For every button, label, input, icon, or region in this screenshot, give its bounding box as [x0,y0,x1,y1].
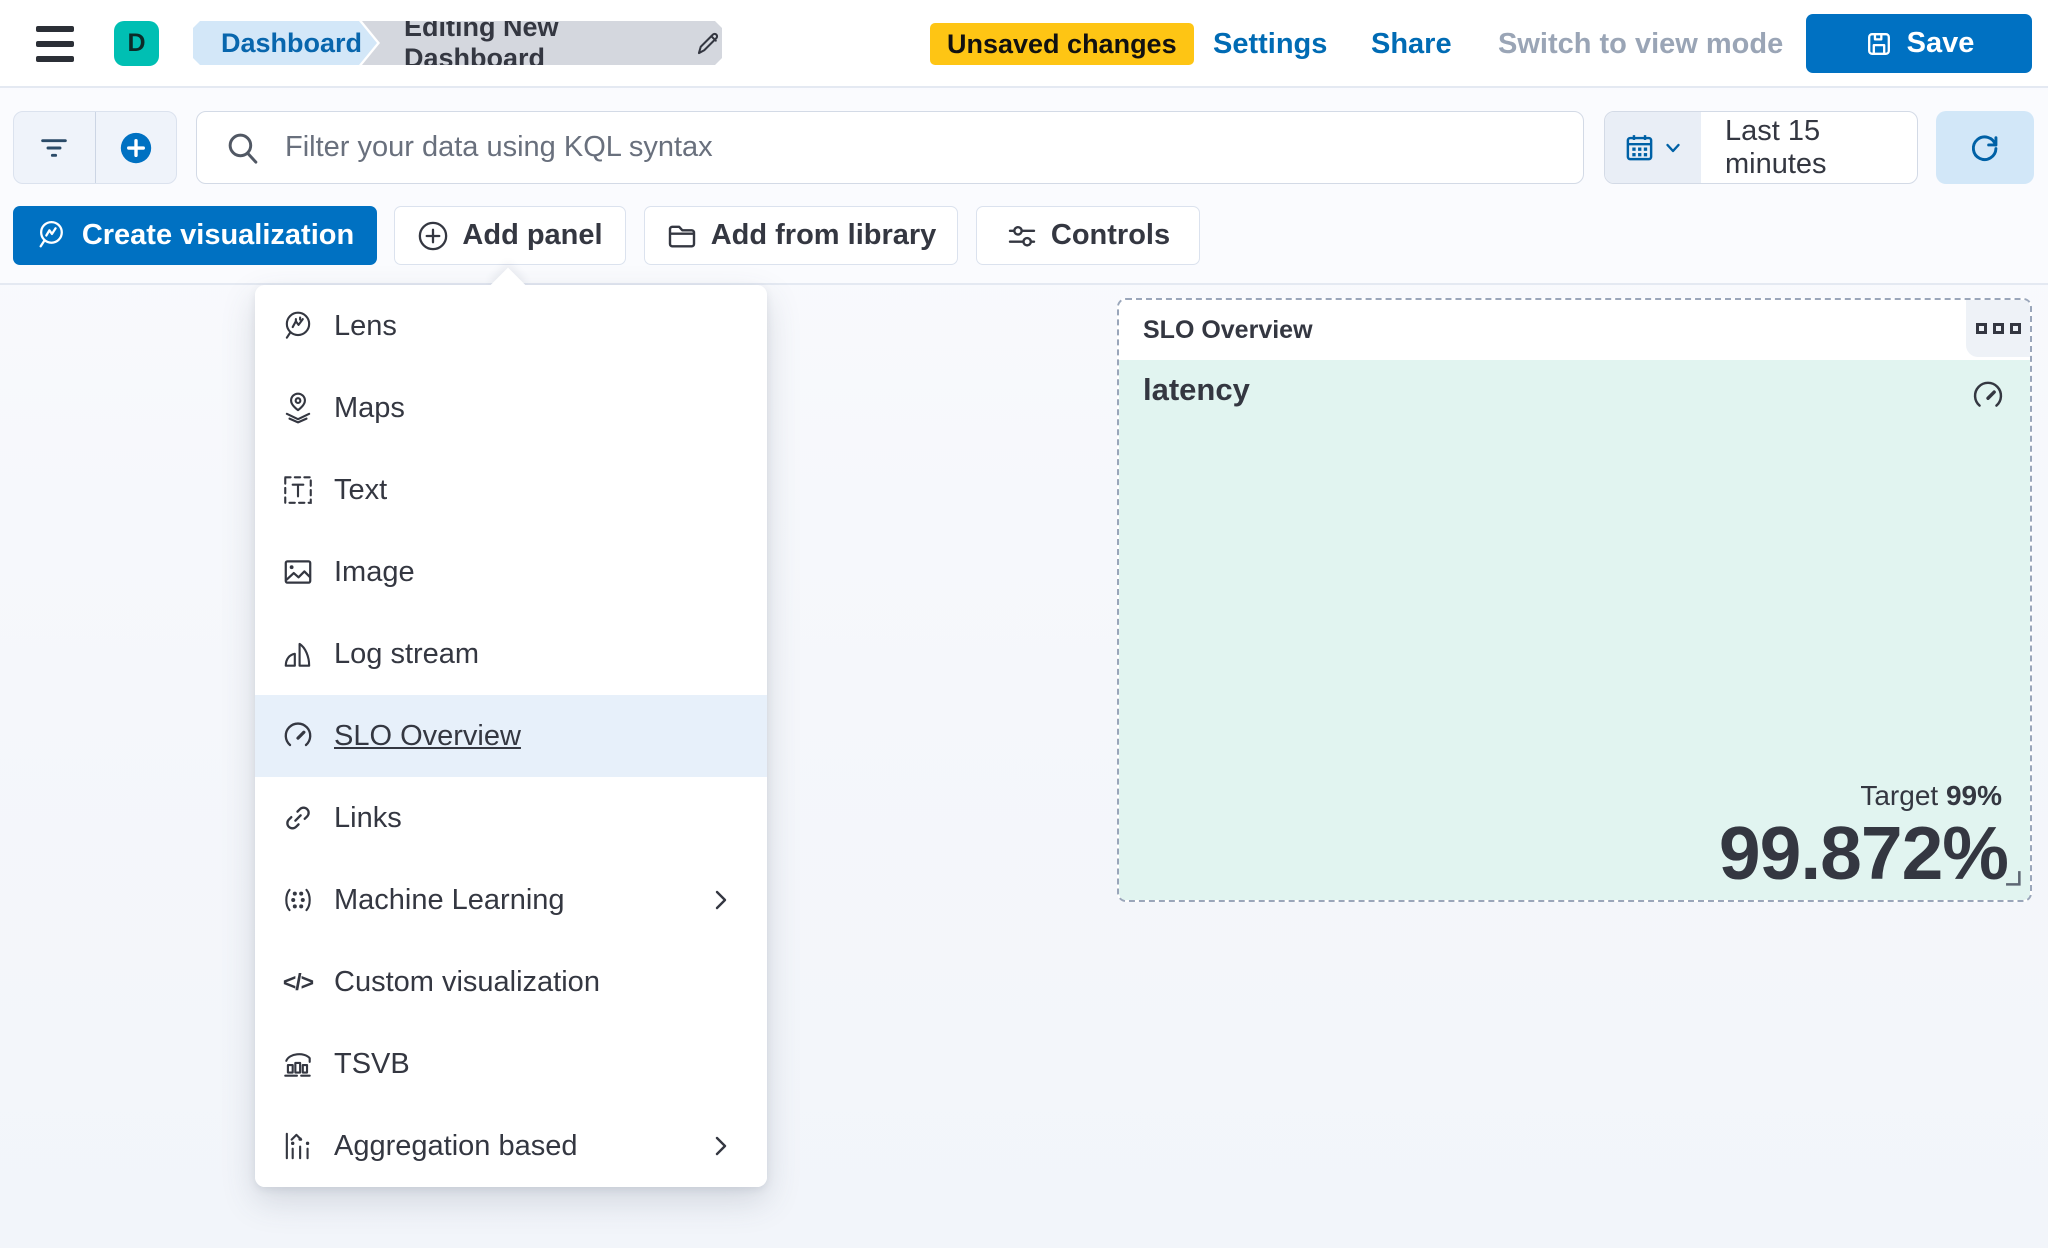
menu-item-label: Log stream [334,637,480,670]
maps-icon [280,390,316,426]
link-icon [280,800,316,836]
time-range-value[interactable]: Last 15 minutes [1725,114,1827,180]
menu-item-label: TSVB [334,1047,410,1080]
plus-circle-icon [419,221,448,250]
settings-link[interactable]: Settings [1213,27,1328,60]
save-floppy-icon [1864,29,1894,59]
menu-item-label: Image [334,555,415,588]
code-icon: </> [282,968,314,995]
add-panel-label: Add panel [462,219,603,251]
hamburger-menu-icon[interactable] [36,26,76,62]
menu-item-label: Links [334,801,402,834]
pencil-icon [695,30,722,57]
filter-button-group [13,111,177,184]
menu-item-text[interactable]: Text [255,449,767,531]
aggregation-icon [280,1128,316,1164]
controls-label: Controls [1050,219,1171,251]
slo-panel-body: latency Target 99% 99.872% [1119,360,2030,900]
add-filter-icon[interactable] [96,112,177,183]
log-stream-icon [280,636,316,672]
menu-item-slo-overview[interactable]: SLO Overview [255,695,767,777]
refresh-button[interactable] [1936,111,2034,184]
image-icon [280,554,316,590]
menu-item-label: Maps [334,391,405,424]
menu-item-links[interactable]: Links [255,777,767,859]
submenu-chevron-right-icon [709,888,733,912]
save-label: Save [1906,27,1975,59]
add-from-library-button[interactable]: Add from library [644,206,958,265]
create-visualization-button[interactable]: Create visualization [13,206,377,265]
menu-item-label: Text [334,473,388,506]
breadcrumb-label: Editing New Dashboard [404,12,559,73]
menu-item-maps[interactable]: Maps [255,367,767,449]
slo-metric-title: latency [1143,372,1250,407]
date-picker: Last 15 minutes [1604,111,1918,184]
menu-item-label: Aggregation based [334,1129,578,1162]
folder-icon [668,225,695,247]
gauge-icon [1970,378,2006,419]
menu-item-custom-visualization[interactable]: </> Custom visualization [255,941,767,1023]
add-panel-button[interactable]: Add panel [394,206,626,265]
panel-options-icon [1975,323,1987,334]
menu-item-aggregation-based[interactable]: Aggregation based [255,1105,767,1187]
kql-search-field [196,111,1584,184]
kql-search-input[interactable] [261,112,1583,183]
machine-learning-icon [280,882,316,918]
lens-icon [39,220,63,248]
menu-item-label: SLO Overview [334,719,521,752]
avatar[interactable]: D [114,21,159,66]
chevron-down-icon [1665,143,1680,152]
menu-item-image[interactable]: Image [255,531,767,613]
refresh-icon [1971,135,1998,161]
slo-target-label: Target [1860,780,1939,811]
tsvb-icon [280,1046,316,1082]
panel-header: SLO Overview [1119,300,2030,360]
share-link[interactable]: Share [1371,27,1452,60]
breadcrumb-editing-dashboard[interactable]: Editing New Dashboard [362,21,722,65]
breadcrumb-dashboard[interactable]: Dashboard [193,21,377,65]
menu-item-tsvb[interactable]: TSVB [255,1023,767,1105]
menu-item-log-stream[interactable]: Log stream [255,613,767,695]
menu-item-lens[interactable]: Lens [255,285,767,367]
create-visualization-label: Create visualization [81,219,355,251]
switch-to-view-mode-link[interactable]: Switch to view mode [1498,27,1784,60]
panel-resize-handle[interactable] [2005,870,2022,892]
lens-icon [280,308,316,344]
add-panel-popover: Lens Maps Text [255,267,767,1187]
text-icon [280,472,316,508]
submenu-chevron-right-icon [709,1134,733,1158]
save-button[interactable]: Save [1806,14,2032,73]
sliders-icon [1008,225,1036,247]
slo-value: 99.872% [1718,811,2009,895]
menu-item-machine-learning[interactable]: Machine Learning [255,859,767,941]
menu-item-label: Custom visualization [334,965,600,998]
calendar-dropdown-button[interactable] [1605,112,1701,183]
menu-item-label: Machine Learning [334,883,565,916]
search-icon [228,133,258,164]
breadcrumb-label: Dashboard [221,27,363,58]
top-header-bar: D Editing New Dashboard Dashboard Unsave… [0,0,2048,88]
add-from-library-label: Add from library [710,219,937,251]
menu-item-label: Lens [334,309,397,342]
slo-overview-panel: SLO Overview latency Target 99% 99.872% [1117,298,2032,902]
panel-options-button[interactable] [1966,300,2030,357]
panel-title: SLO Overview [1143,315,1313,344]
breadcrumb: Editing New Dashboard Dashboard [193,21,753,65]
calendar-icon [1626,135,1652,161]
controls-button[interactable]: Controls [976,206,1200,265]
slo-target-value: 99% [1945,780,2002,811]
gauge-icon [280,718,316,754]
unsaved-changes-badge: Unsaved changes [930,23,1194,65]
filter-icon[interactable] [14,112,96,183]
slo-target: Target 99% [1860,780,2002,812]
